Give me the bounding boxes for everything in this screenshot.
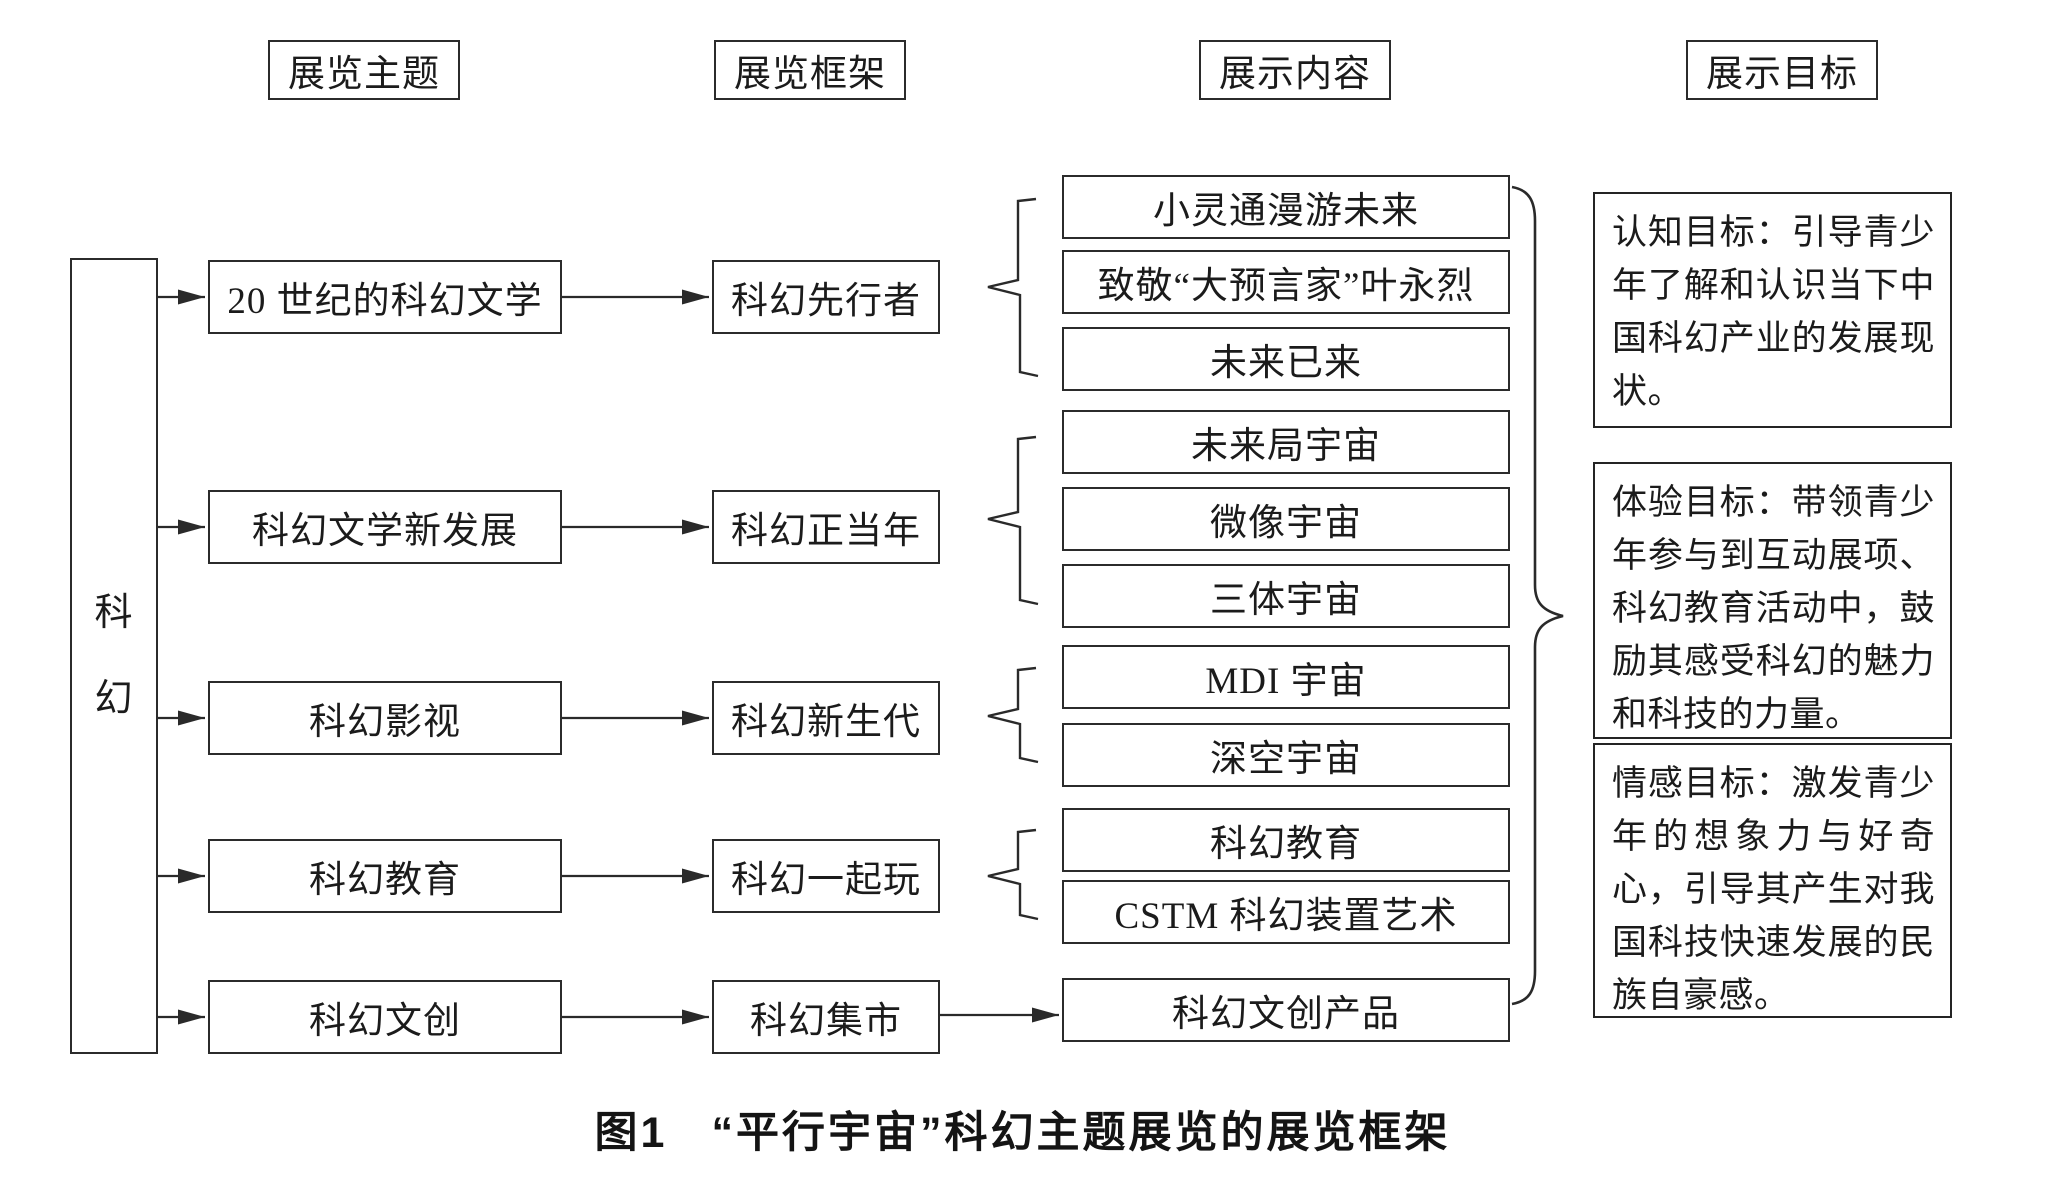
content-box-3-1: MDI 宇宙 [1062,645,1510,709]
goal-box-experience: 体验目标：带领青少年参与到互动展项、科幻教育活动中，鼓励其感受科幻的魅力和科技的… [1593,462,1952,739]
column-header-framework: 展览框架 [714,40,906,100]
content-box-5-1: 科幻文创产品 [1062,978,1510,1042]
root-label: 科幻 [94,592,134,720]
content-box-1-2: 致敬“大预言家”叶永烈 [1062,250,1510,314]
arrows-theme-to-framework [562,289,709,1025]
column-header-goal: 展示目标 [1686,40,1878,100]
root-box: 科幻 [70,258,158,1054]
goal-box-emotional: 情感目标：激发青少年的想象力与好奇心，引导其产生对我国科技快速发展的民族自豪感。 [1593,743,1952,1018]
content-box-2-2: 微像宇宙 [1062,487,1510,551]
framework-box-5: 科幻集市 [712,980,940,1054]
figure-caption: 图1 “平行宇宙”科幻主题展览的展览框架 [0,1098,2045,1160]
column-header-content: 展示内容 [1199,40,1391,100]
content-box-4-1: 科幻教育 [1062,808,1510,872]
framework-box-2: 科幻正当年 [712,490,940,564]
theme-box-4: 科幻教育 [208,839,562,913]
left-brace-row-3 [987,666,1039,764]
theme-box-5: 科幻文创 [208,980,562,1054]
content-group-braces [987,197,1039,921]
theme-box-1: 20 世纪的科幻文学 [208,260,562,334]
column-header-theme: 展览主题 [268,40,460,100]
left-brace-row-1 [987,197,1039,378]
arrows-root-to-theme [158,289,205,1025]
theme-box-3: 科幻影视 [208,681,562,755]
content-box-2-1: 未来局宇宙 [1062,410,1510,474]
framework-box-1: 科幻先行者 [712,260,940,334]
goal-box-cognitive: 认知目标：引导青少年了解和认识当下中国科幻产业的发展现状。 [1593,192,1952,428]
right-curly-brace [1511,185,1564,1006]
content-box-1-1: 小灵通漫游未来 [1062,175,1510,239]
left-brace-row-4 [987,828,1039,921]
framework-box-3: 科幻新生代 [712,681,940,755]
left-brace-row-2 [987,435,1039,606]
figure-caption-title: “平行宇宙”科幻主题展览的展览框架 [711,1109,1451,1157]
content-box-4-2: CSTM 科幻装置艺术 [1062,880,1510,944]
figure-caption-label: 图1 [594,1109,668,1157]
content-box-1-3: 未来已来 [1062,327,1510,391]
framework-box-4: 科幻一起玩 [712,839,940,913]
content-box-3-2: 深空宇宙 [1062,723,1510,787]
content-box-2-3: 三体宇宙 [1062,564,1510,628]
theme-box-2: 科幻文学新发展 [208,490,562,564]
